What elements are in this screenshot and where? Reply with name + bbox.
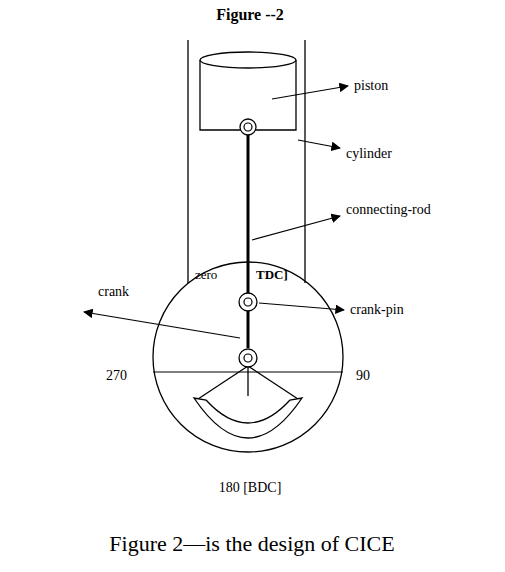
angle-label: 90	[356, 368, 370, 383]
leader-arrow	[272, 86, 348, 99]
counterweight-web	[248, 366, 298, 399]
wrist-pin	[244, 123, 252, 131]
cylinder-wall	[304, 40, 305, 283]
angle-label: 180 [BDC]	[219, 480, 282, 495]
crank-arm	[247, 311, 250, 348]
leader-arrow	[84, 312, 240, 338]
angle-label: 270	[106, 368, 127, 383]
crank-pin	[244, 298, 252, 306]
crank-circle	[153, 262, 343, 452]
counterweight-web	[198, 366, 248, 399]
leader-arrow	[259, 303, 344, 310]
leader-arrow	[252, 216, 340, 240]
wrist-pin	[240, 119, 256, 135]
figure-caption: Figure 2—is the design of CICE	[109, 532, 394, 556]
counterweight-web	[247, 366, 248, 396]
main-journal	[239, 349, 257, 367]
leader-arrow	[298, 140, 340, 148]
counterweight	[194, 398, 302, 438]
piston-crown	[200, 52, 296, 68]
crank-pin	[239, 293, 257, 311]
part-label: connecting-rod	[346, 202, 431, 217]
cylinder-wall	[187, 40, 188, 283]
part-label: piston	[354, 78, 388, 93]
part-label: crank	[98, 284, 129, 299]
connecting-rod	[247, 135, 250, 293]
position-label: TDC]	[256, 268, 288, 282]
position-label: zero	[195, 268, 217, 282]
part-label: crank-pin	[350, 302, 404, 317]
part-label: cylinder	[346, 146, 392, 161]
main-journal	[244, 354, 252, 362]
figure-title: Figure --2	[216, 6, 284, 24]
